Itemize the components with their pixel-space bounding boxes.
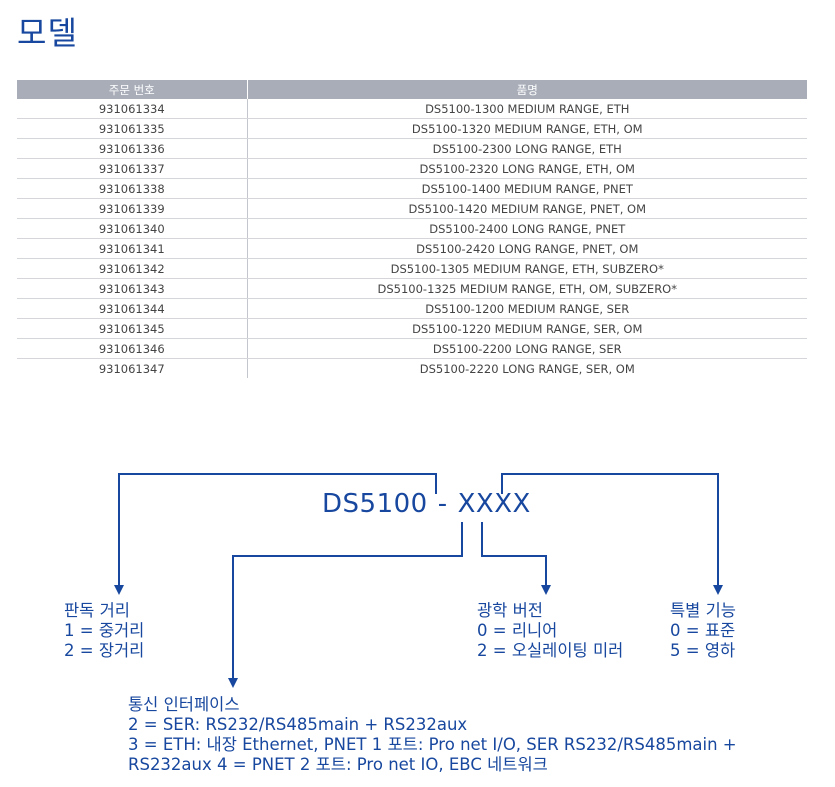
column-header-product-name: 품명 (246, 80, 807, 99)
order-number-cell: 931061336 (17, 138, 248, 159)
model-code-separator: - (437, 489, 448, 519)
column-header-order-number: 주문 번호 (17, 80, 247, 99)
order-number-cell: 931061334 (17, 99, 248, 119)
order-number-cell: 931061342 (17, 258, 248, 279)
connector-special-function (501, 473, 723, 595)
special-function-title: 특별 기능 (670, 601, 736, 620)
product-name-cell: DS5100-1325 MEDIUM RANGE, ETH, OM, SUBZE… (247, 278, 807, 299)
table-row: 931061347 DS5100-2220 LONG RANGE, SER, OM (17, 358, 807, 378)
interface-line: 2 = SER: RS232/RS485main + RS232aux (128, 715, 468, 734)
model-code-suffix: XXXX (457, 489, 531, 519)
special-function-block: 특별 기능 0 = 표준 5 = 영하 (670, 601, 736, 661)
order-number-cell: 931061344 (17, 298, 248, 319)
interface-line: RS232aux 4 = PNET 2 포트: Pro net IO, EBC … (128, 755, 548, 774)
order-number-cell: 931061347 (17, 358, 248, 378)
order-number-cell: 931061343 (17, 278, 248, 299)
order-number-cell: 931061341 (17, 238, 248, 259)
order-number-cell: 931061345 (17, 318, 248, 339)
product-name-cell: DS5100-1400 MEDIUM RANGE, PNET (247, 178, 807, 199)
special-function-option: 0 = 표준 (670, 621, 736, 640)
product-name-cell: DS5100-1220 MEDIUM RANGE, SER, OM (247, 318, 807, 339)
optics-version-block: 광학 버전 0 = 리니어 2 = 오실레이팅 미러 (477, 601, 623, 661)
connector-optics-version (481, 522, 551, 595)
table-header-row: 주문 번호 품명 (17, 80, 807, 99)
product-name-cell: DS5100-1320 MEDIUM RANGE, ETH, OM (247, 118, 807, 139)
order-number-cell: 931061346 (17, 338, 248, 359)
reading-distance-block: 판독 거리 1 = 중거리 2 = 장거리 (64, 601, 144, 661)
product-name-cell: DS5100-2420 LONG RANGE, PNET, OM (247, 238, 807, 259)
optics-version-option: 2 = 오실레이팅 미러 (477, 641, 624, 660)
product-name-cell: DS5100-1300 MEDIUM RANGE, ETH (247, 99, 807, 119)
order-number-cell: 931061335 (17, 118, 248, 139)
optics-version-option: 0 = 리니어 (477, 621, 558, 640)
product-name-cell: DS5100-1200 MEDIUM RANGE, SER (247, 298, 807, 319)
order-number-cell: 931061339 (17, 198, 248, 219)
special-function-option: 5 = 영하 (670, 641, 736, 660)
model-code-prefix: DS5100 (322, 489, 428, 519)
product-name-cell: DS5100-2320 LONG RANGE, ETH, OM (247, 158, 807, 179)
order-number-cell: 931061338 (17, 178, 248, 199)
model-code: DS5100-XXXX (322, 489, 531, 519)
order-number-cell: 931061337 (17, 158, 248, 179)
product-name-cell: DS5100-1420 MEDIUM RANGE, PNET, OM (247, 198, 807, 219)
interface-title: 통신 인터페이스 (128, 695, 240, 714)
product-name-cell: DS5100-2300 LONG RANGE, ETH (247, 138, 807, 159)
reading-distance-option: 1 = 중거리 (64, 621, 145, 640)
optics-version-title: 광학 버전 (477, 601, 543, 620)
interface-line: 3 = ETH: 내장 Ethernet, PNET 1 포트: Pro net… (128, 735, 737, 754)
product-name-cell: DS5100-2220 LONG RANGE, SER, OM (419, 361, 635, 376)
interface-block: 통신 인터페이스 2 = SER: RS232/RS485main + RS23… (128, 695, 737, 775)
page-title: 모델 (17, 14, 78, 52)
reading-distance-option: 2 = 장거리 (64, 641, 145, 660)
product-name-cell: DS5100-2400 LONG RANGE, PNET (247, 218, 807, 239)
connector-interface (228, 522, 463, 688)
product-name-cell: DS5100-2200 LONG RANGE, SER (247, 338, 807, 359)
reading-distance-title: 판독 거리 (64, 601, 130, 620)
order-number-cell: 931061340 (17, 218, 248, 239)
product-name-cell: DS5100-1305 MEDIUM RANGE, ETH, SUBZERO* (247, 258, 807, 279)
